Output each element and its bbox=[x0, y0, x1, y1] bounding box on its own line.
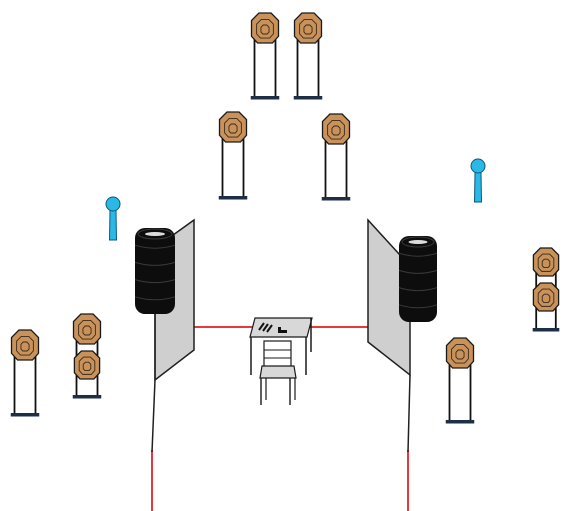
target-ring bbox=[451, 344, 469, 364]
tire-stack-body bbox=[399, 236, 437, 322]
target-center bbox=[455, 349, 465, 360]
barricade-right-edge bbox=[407, 374, 411, 453]
start-table bbox=[249, 317, 313, 375]
target-center bbox=[331, 125, 341, 136]
target-center bbox=[82, 325, 92, 336]
steel-poppers bbox=[105, 158, 486, 241]
target-ring bbox=[256, 19, 274, 39]
popper-left bbox=[105, 196, 121, 241]
tire-stack-left bbox=[134, 228, 176, 314]
tire-seam bbox=[398, 287, 438, 292]
fault-lines bbox=[151, 326, 409, 511]
tire-stack-right bbox=[398, 236, 438, 322]
target-right-stack-top bbox=[532, 247, 560, 332]
tire-seam bbox=[398, 304, 438, 309]
stand-base bbox=[250, 96, 280, 100]
target-center bbox=[303, 24, 313, 35]
tire-seam bbox=[398, 269, 438, 274]
target-right-stack-bottom bbox=[532, 282, 560, 312]
target-center bbox=[20, 341, 30, 352]
target-ring bbox=[537, 253, 555, 272]
popper-head bbox=[105, 196, 121, 212]
target-ring bbox=[224, 117, 242, 138]
tire-seam bbox=[134, 279, 176, 284]
tire-hole bbox=[408, 240, 428, 244]
target-mid-left bbox=[218, 111, 248, 200]
target-back-right bbox=[293, 12, 323, 100]
paper-targets bbox=[10, 12, 560, 424]
target-ring bbox=[78, 356, 96, 375]
popper-body bbox=[473, 171, 483, 203]
stand-base bbox=[321, 197, 351, 201]
stand-base bbox=[10, 413, 40, 417]
target-far-left bbox=[10, 329, 40, 417]
target-ring bbox=[537, 288, 555, 307]
barricade-left-edge bbox=[151, 379, 156, 453]
tire-seam bbox=[134, 244, 176, 249]
target-center bbox=[82, 361, 92, 372]
target-center bbox=[541, 258, 551, 269]
popper-body bbox=[108, 209, 118, 241]
target-center bbox=[260, 24, 270, 35]
chair-seat bbox=[259, 365, 297, 379]
tire-stacks bbox=[134, 228, 438, 322]
magazines bbox=[258, 322, 273, 333]
popper-head bbox=[470, 158, 486, 174]
tire-hole bbox=[145, 232, 165, 236]
stand-base bbox=[293, 96, 323, 100]
target-ring bbox=[327, 119, 345, 140]
tire-seam bbox=[134, 296, 176, 301]
target-back-left bbox=[250, 12, 280, 100]
target-center bbox=[228, 123, 238, 134]
target-center bbox=[541, 293, 551, 304]
target-ring bbox=[78, 320, 96, 340]
tire-seam bbox=[134, 261, 176, 266]
target-right-low bbox=[445, 337, 475, 424]
target-mid-right bbox=[321, 113, 351, 201]
stand-base bbox=[532, 328, 560, 332]
start-position bbox=[249, 317, 313, 405]
tire-seam bbox=[398, 252, 438, 257]
tire-stack-body bbox=[135, 228, 175, 314]
stand-base bbox=[218, 196, 248, 200]
stand-base bbox=[72, 395, 102, 399]
target-ring bbox=[16, 336, 34, 356]
popper-right bbox=[470, 158, 486, 203]
target-left-stack-bottom bbox=[73, 350, 101, 380]
table-items bbox=[258, 322, 287, 333]
start-chair bbox=[259, 340, 297, 405]
pistol bbox=[278, 327, 287, 333]
target-ring bbox=[299, 19, 317, 39]
stand-base bbox=[445, 420, 475, 424]
